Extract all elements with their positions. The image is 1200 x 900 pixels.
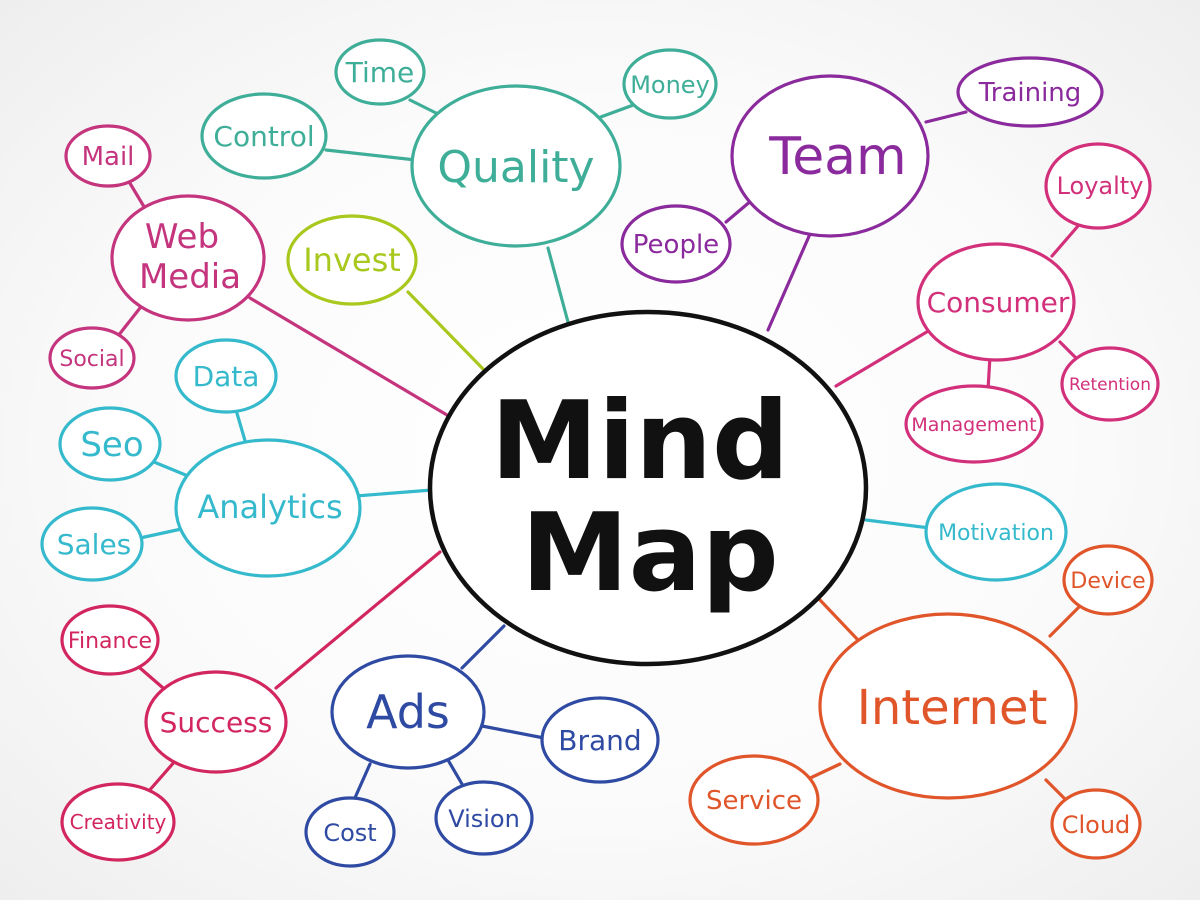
node-control <box>200 92 328 180</box>
label-invest: Invest <box>303 241 401 279</box>
label-retention: Retention <box>1069 375 1151 395</box>
label-consumer: Consumer <box>927 286 1070 319</box>
link-ads-center <box>460 624 506 670</box>
label-brand: Brand <box>558 724 641 757</box>
node-people <box>620 204 732 284</box>
label-creativity: Creativity <box>70 810 167 834</box>
label-internet: Internet <box>857 680 1048 736</box>
label-service: Service <box>706 786 802 816</box>
link-motivation-center <box>864 518 932 530</box>
label-people: People <box>633 230 719 260</box>
node-web-media <box>110 194 266 322</box>
label-web-media-line1: Web <box>145 217 219 257</box>
label-quality: Quality <box>437 142 594 193</box>
node-management <box>904 384 1044 464</box>
label-control: Control <box>213 120 314 153</box>
node-service <box>688 754 820 846</box>
label-mail: Mail <box>82 142 135 172</box>
label-device: Device <box>1070 569 1145 594</box>
label-motivation: Motivation <box>938 521 1054 546</box>
label-web-media-line2: Media <box>139 257 241 297</box>
link-internet-center <box>818 598 860 642</box>
link-analytics-center <box>354 488 434 498</box>
node-mail <box>64 124 152 188</box>
link-ads-cost <box>352 762 372 802</box>
node-internet <box>818 612 1078 800</box>
link-internet-device <box>1048 604 1082 638</box>
node-retention <box>1060 346 1160 422</box>
link-consumer-management <box>986 354 992 392</box>
node-vision <box>434 780 534 856</box>
label-finance: Finance <box>68 629 152 654</box>
link-internet-cloud <box>1044 778 1068 802</box>
label-team: Team <box>768 127 906 187</box>
link-ads-vision <box>446 758 464 786</box>
node-consumer <box>916 242 1076 362</box>
label-social: Social <box>59 347 124 372</box>
link-success-creativity <box>146 758 178 794</box>
label-training: Training <box>978 78 1082 108</box>
node-brand <box>540 696 660 784</box>
link-internet-service <box>804 762 842 782</box>
link-invest-center <box>406 290 488 374</box>
node-cloud <box>1050 788 1142 860</box>
node-team <box>730 74 930 238</box>
node-social <box>48 326 136 390</box>
node-data <box>174 338 278 414</box>
center-bubble <box>427 309 869 667</box>
label-sales: Sales <box>57 528 132 561</box>
link-consumer-loyalty <box>1050 224 1080 258</box>
label-cost: Cost <box>323 819 376 847</box>
node-ads <box>330 654 486 770</box>
node-seo <box>58 406 162 482</box>
link-webmedia-social <box>116 306 142 338</box>
node-device <box>1062 544 1154 616</box>
node-finance <box>60 604 160 676</box>
link-consumer-center <box>834 328 932 388</box>
label-management: Management <box>911 414 1036 436</box>
node-sales <box>40 506 144 582</box>
link-ads-brand <box>480 724 546 740</box>
node-quality <box>410 84 622 248</box>
link-success-center <box>274 550 442 690</box>
node-motivation <box>924 482 1068 582</box>
node-creativity <box>60 782 176 862</box>
link-analytics-seo <box>152 460 190 478</box>
node-time <box>334 38 426 106</box>
label-loyalty: Loyalty <box>1057 172 1144 200</box>
link-quality-control <box>324 148 418 162</box>
label-vision: Vision <box>448 805 520 833</box>
link-webmedia-center <box>248 296 454 420</box>
label-ads: Ads <box>366 685 450 739</box>
node-money <box>622 48 718 120</box>
label-data: Data <box>193 360 260 393</box>
link-analytics-data <box>234 408 248 446</box>
link-consumer-retention <box>1058 340 1080 362</box>
link-quality-money <box>596 102 638 120</box>
node-training <box>956 56 1104 128</box>
label-success: Success <box>160 706 273 739</box>
center-title-line1: Mind <box>491 379 790 504</box>
node-success <box>144 670 288 774</box>
node-loyalty <box>1044 142 1152 230</box>
label-seo: Seo <box>80 425 143 465</box>
link-team-people <box>724 198 754 224</box>
node-cost <box>304 796 396 868</box>
link-team-training <box>924 110 968 124</box>
node-invest <box>286 214 418 306</box>
label-money: Money <box>630 71 710 99</box>
center-title-line2: Map <box>521 491 779 616</box>
label-time: Time <box>345 56 415 89</box>
link-quality-center <box>546 246 570 324</box>
label-analytics: Analytics <box>197 488 342 526</box>
node-analytics <box>174 438 362 578</box>
label-cloud: Cloud <box>1062 811 1131 839</box>
link-webmedia-mail <box>126 178 148 212</box>
link-analytics-sales <box>138 526 188 540</box>
link-team-center <box>766 232 812 332</box>
